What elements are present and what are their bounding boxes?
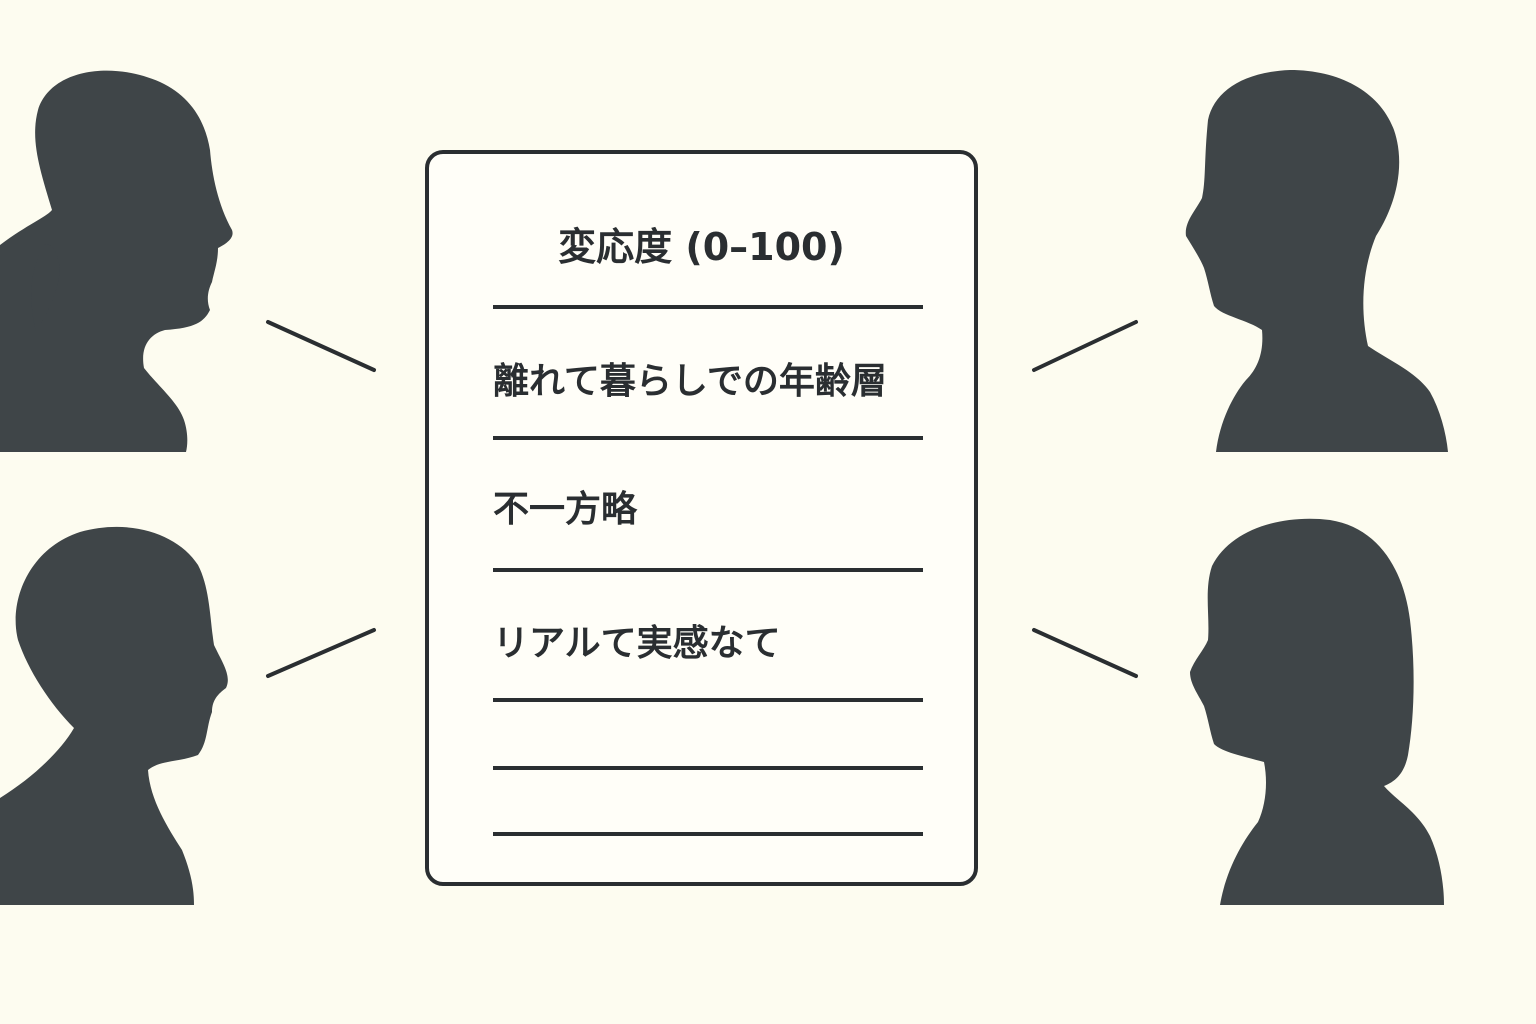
person-man-bottom-left — [0, 526, 228, 905]
survey-item-3: リアルて実感なて — [493, 623, 781, 664]
survey-item-2: 不一方略 — [493, 489, 638, 530]
connector-top-right — [1032, 320, 1138, 372]
divider-line — [493, 436, 923, 440]
survey-title: 変応度 (0–100) — [558, 225, 845, 269]
connector-bottom-left — [266, 628, 376, 678]
connector-bottom-right — [1032, 628, 1138, 678]
person-man-top-right — [1185, 70, 1448, 452]
survey-item-1: 離れて暮らしでの年齢層 — [493, 361, 887, 402]
survey-card: 変応度 (0–100) 離れて暮らしでの年齢層 不一方略 リアルて実感なて — [425, 150, 978, 886]
person-woman-ponytail-top-left — [0, 70, 233, 453]
divider-line — [493, 568, 923, 572]
divider-line — [493, 305, 923, 309]
connector-top-left — [266, 320, 376, 372]
blank-answer-line — [493, 832, 923, 836]
blank-answer-line — [493, 698, 923, 702]
blank-answer-line — [493, 766, 923, 770]
person-woman-long-hair-bottom-right — [1190, 518, 1444, 905]
